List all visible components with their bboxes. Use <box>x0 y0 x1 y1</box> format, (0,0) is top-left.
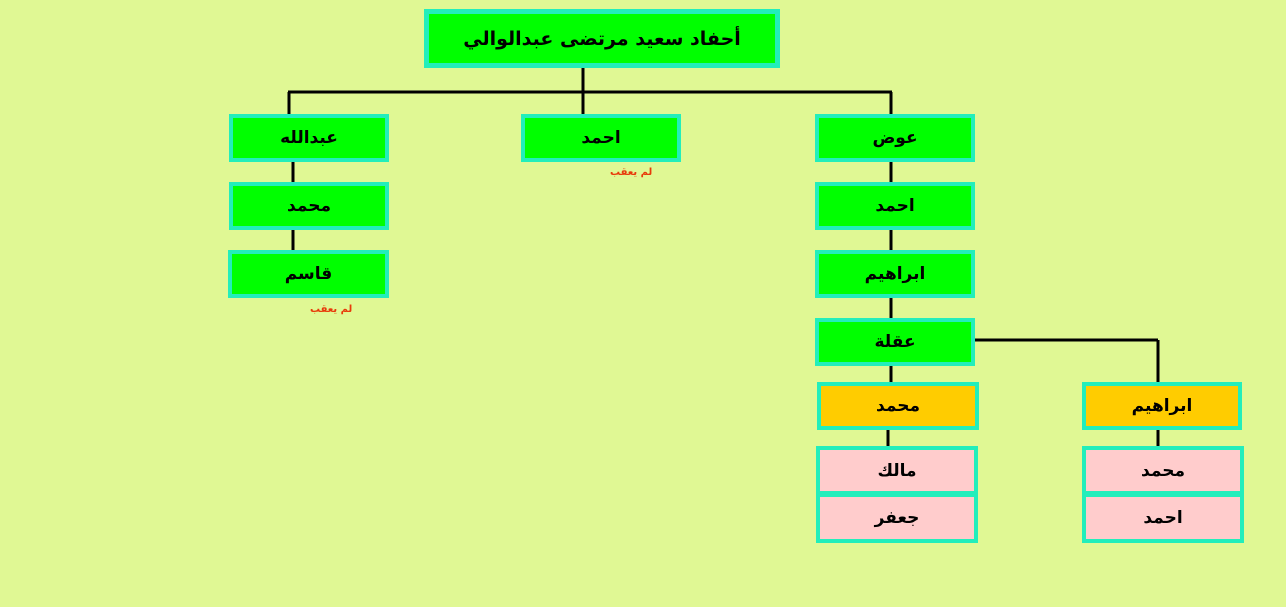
node-label: مالك <box>877 460 917 481</box>
node-label: ابراهيم <box>864 264 926 284</box>
no-descendants-note: لم يعقب <box>610 167 653 178</box>
node-right-root: عوض <box>815 114 975 162</box>
node-right-gen3: ابراهيم <box>815 250 975 298</box>
node-sub-left-child-1: مالك <box>816 446 978 495</box>
node-sub-right: ابراهيم <box>1082 382 1242 430</box>
node-label: عوض <box>872 128 918 148</box>
node-left-root: عبدالله <box>229 114 389 162</box>
node-label: احمد <box>875 196 915 216</box>
node-label: قاسم <box>284 264 333 284</box>
node-label: محمد <box>1141 460 1185 481</box>
node-label: ابراهيم <box>1131 396 1193 416</box>
node-label: احمد <box>581 128 621 148</box>
node-label: محمد <box>287 196 331 216</box>
node-label: عبدالله <box>280 128 338 148</box>
node-sub-right-child-1: محمد <box>1082 446 1244 495</box>
node-sub-left-child-2: جعفر <box>816 493 978 543</box>
node-sub-left: محمد <box>817 382 979 430</box>
node-label: عقلة <box>874 332 916 352</box>
node-right-gen2: احمد <box>815 182 975 230</box>
node-label: احمد <box>1143 508 1183 528</box>
node-label: جعفر <box>874 508 920 528</box>
node-left-child: محمد <box>229 182 389 230</box>
tree-title-box: أحفاد سعيد مرتضى عبدالوالي <box>424 9 780 68</box>
tree-title: أحفاد سعيد مرتضى عبدالوالي <box>463 27 741 50</box>
node-left-grandchild: قاسم <box>228 250 389 298</box>
node-label: محمد <box>876 396 920 416</box>
node-sub-right-child-2: احمد <box>1082 493 1244 543</box>
node-middle-root: احمد <box>521 114 681 162</box>
no-descendants-note: لم يعقب <box>310 304 353 315</box>
node-right-gen4: عقلة <box>815 318 975 366</box>
